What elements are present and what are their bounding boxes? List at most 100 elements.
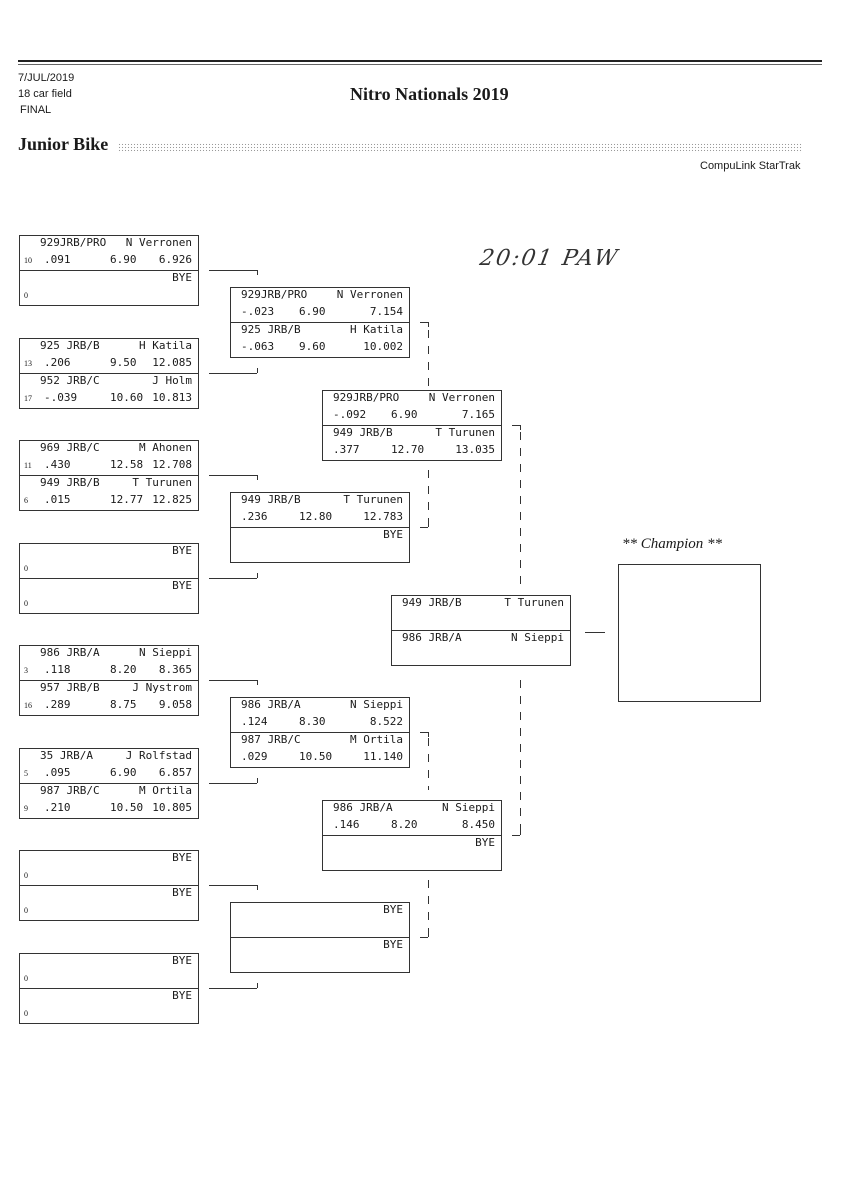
lane-number: 16 — [24, 701, 32, 710]
connector-tick — [520, 425, 521, 430]
car-number: 952 JRB/C — [40, 374, 100, 387]
racer-name: T Turunen — [343, 493, 403, 506]
connector-tick — [257, 778, 258, 783]
connector-tick — [257, 983, 258, 988]
dial-in: 10.60 — [110, 391, 144, 404]
car-number: 986 JRB/A — [333, 801, 393, 814]
connector-line — [420, 527, 428, 528]
connector-line — [420, 937, 428, 938]
racer-name: N Verronen — [336, 288, 403, 301]
racer-name: BYE — [475, 836, 495, 849]
racer-name: N Sieppi — [139, 646, 192, 659]
car-number: 925 JRB/B — [40, 339, 100, 352]
dial-in: 9.50 — [110, 356, 137, 369]
reaction-time: .095 — [44, 766, 71, 779]
racer-slot: BYE 0 — [20, 988, 198, 1023]
connector-line — [420, 322, 428, 323]
reaction-time: .118 — [44, 663, 71, 676]
racer-name: N Sieppi — [350, 698, 403, 711]
racer-name: N Sieppi — [442, 801, 495, 814]
reaction-time: -.063 — [241, 340, 275, 353]
lane-number: 13 — [24, 359, 32, 368]
reaction-time: -.092 — [333, 408, 367, 421]
elapsed-time: 12.085 — [152, 356, 192, 369]
software-brand: CompuLink StarTrak — [700, 160, 801, 172]
connector-dash — [428, 738, 429, 790]
dial-in: 12.58 — [110, 458, 144, 471]
lane-number: 10 — [24, 256, 32, 265]
elapsed-time: 7.154 — [369, 305, 403, 318]
car-number: 929JRB/PRO — [333, 391, 400, 404]
racer-name: H Katila — [139, 339, 192, 352]
racer-name: H Katila — [350, 323, 403, 336]
reaction-time: .146 — [333, 818, 360, 831]
connector-line — [209, 270, 257, 271]
event-title: Nitro Nationals 2019 — [350, 84, 509, 104]
car-number: 987 JRB/C — [241, 733, 301, 746]
racer-name: BYE — [172, 544, 192, 557]
field-size: 18 car field — [18, 88, 72, 100]
class-name: Junior Bike — [18, 134, 109, 154]
reaction-time: .091 — [44, 253, 71, 266]
elapsed-time: 12.783 — [363, 510, 403, 523]
dial-in: 9.60 — [299, 340, 326, 353]
connector-line — [209, 578, 257, 579]
car-number: 986 JRB/A — [402, 631, 462, 644]
racer-name: BYE — [383, 528, 403, 541]
elapsed-time: 8.365 — [158, 663, 192, 676]
lane-number: 9 — [24, 804, 28, 813]
dial-in: 6.90 — [299, 305, 326, 318]
connector-tick — [257, 573, 258, 578]
elapsed-time: 10.813 — [152, 391, 192, 404]
lane-number: 5 — [24, 769, 28, 778]
racer-slot: BYE 0 — [20, 578, 198, 613]
connector-line — [209, 783, 257, 784]
champion-box — [618, 564, 761, 702]
dial-in: 8.20 — [391, 818, 418, 831]
connector-dash — [428, 330, 429, 390]
car-number: 929JRB/PRO — [40, 236, 107, 249]
dial-in: 10.50 — [299, 750, 333, 763]
racer-name: J Nystrom — [132, 681, 192, 694]
racer-name: T Turunen — [132, 476, 192, 489]
connector-tick — [257, 368, 258, 373]
racer-name: M Ortila — [350, 733, 403, 746]
elapsed-time: 8.522 — [369, 715, 403, 728]
lane-number: 0 — [24, 1009, 28, 1018]
racer-name: M Ortila — [139, 784, 192, 797]
reaction-time: .236 — [241, 510, 268, 523]
reaction-time: -.023 — [241, 305, 275, 318]
racer-name: BYE — [172, 989, 192, 1002]
lane-number: 0 — [24, 906, 28, 915]
racer-name: BYE — [172, 579, 192, 592]
lane-number: 0 — [24, 599, 28, 608]
dial-in: 12.70 — [391, 443, 425, 456]
connector-dash — [428, 880, 429, 938]
lane-number: 17 — [24, 394, 32, 403]
racer-slot: BYE — [231, 527, 409, 562]
connector-line — [209, 373, 257, 374]
connector-tick — [520, 830, 521, 835]
reaction-time: -.039 — [44, 391, 78, 404]
connector-dash — [520, 680, 521, 830]
racer-name: N Verronen — [428, 391, 495, 404]
event-info: 7/JUL/2019 18 car field FINAL — [18, 70, 74, 118]
connector-line — [512, 835, 520, 836]
racer-slot: BYE — [323, 835, 501, 870]
